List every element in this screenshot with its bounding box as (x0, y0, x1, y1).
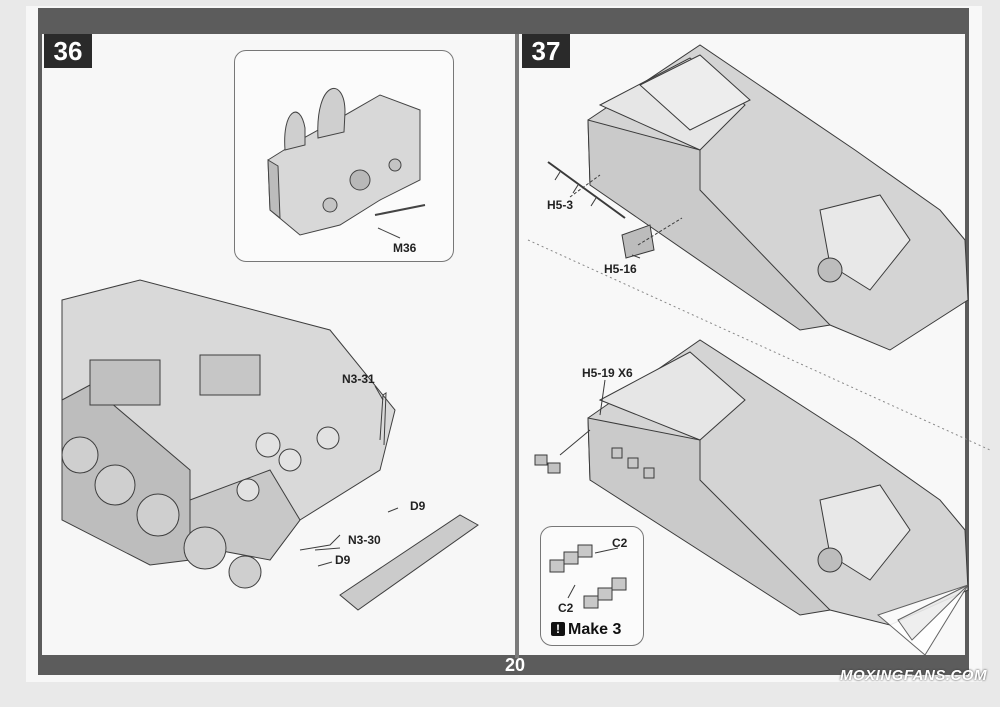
part-label-d9-upper: D9 (410, 499, 426, 513)
right-border-bar (965, 8, 969, 674)
part-label-h5-19: H5-19 X6 (582, 366, 633, 380)
step-36-badge: 36 (44, 34, 92, 68)
part-label-c2-upper: C2 (612, 536, 628, 550)
part-label-m36: M36 (393, 241, 417, 255)
page-spine (515, 34, 519, 658)
part-label-n3-30: N3-30 (348, 533, 381, 547)
part-label-c2-lower: C2 (558, 601, 574, 615)
step-37-upper-hull-top (547, 44, 969, 351)
c2-clamp-illustration (549, 544, 627, 609)
step-37-upper-hull-bottom (534, 339, 969, 626)
m36-engine-deck-illustration (267, 87, 426, 239)
part-label-d9-lower: D9 (335, 553, 351, 567)
make-quantity-text: Make 3 (568, 621, 622, 638)
part-label-h5-16: H5-16 (604, 262, 637, 276)
page-number: 20 (504, 655, 526, 675)
bottom-border-bar (38, 655, 968, 675)
exclamation-icon: ! (551, 622, 565, 636)
part-label-h5-3: H5-3 (547, 198, 574, 212)
step-37-badge: 37 (522, 34, 570, 68)
paper-plane-icon (877, 584, 970, 656)
make-quantity-note: !Make 3 (551, 621, 621, 639)
top-border-bar (38, 8, 968, 34)
watermark-text: MOXINGFANS.COM (840, 667, 988, 684)
left-border-bar (38, 8, 42, 674)
part-label-n3-31: N3-31 (342, 372, 375, 386)
step-36-hull-illustration (61, 279, 479, 611)
